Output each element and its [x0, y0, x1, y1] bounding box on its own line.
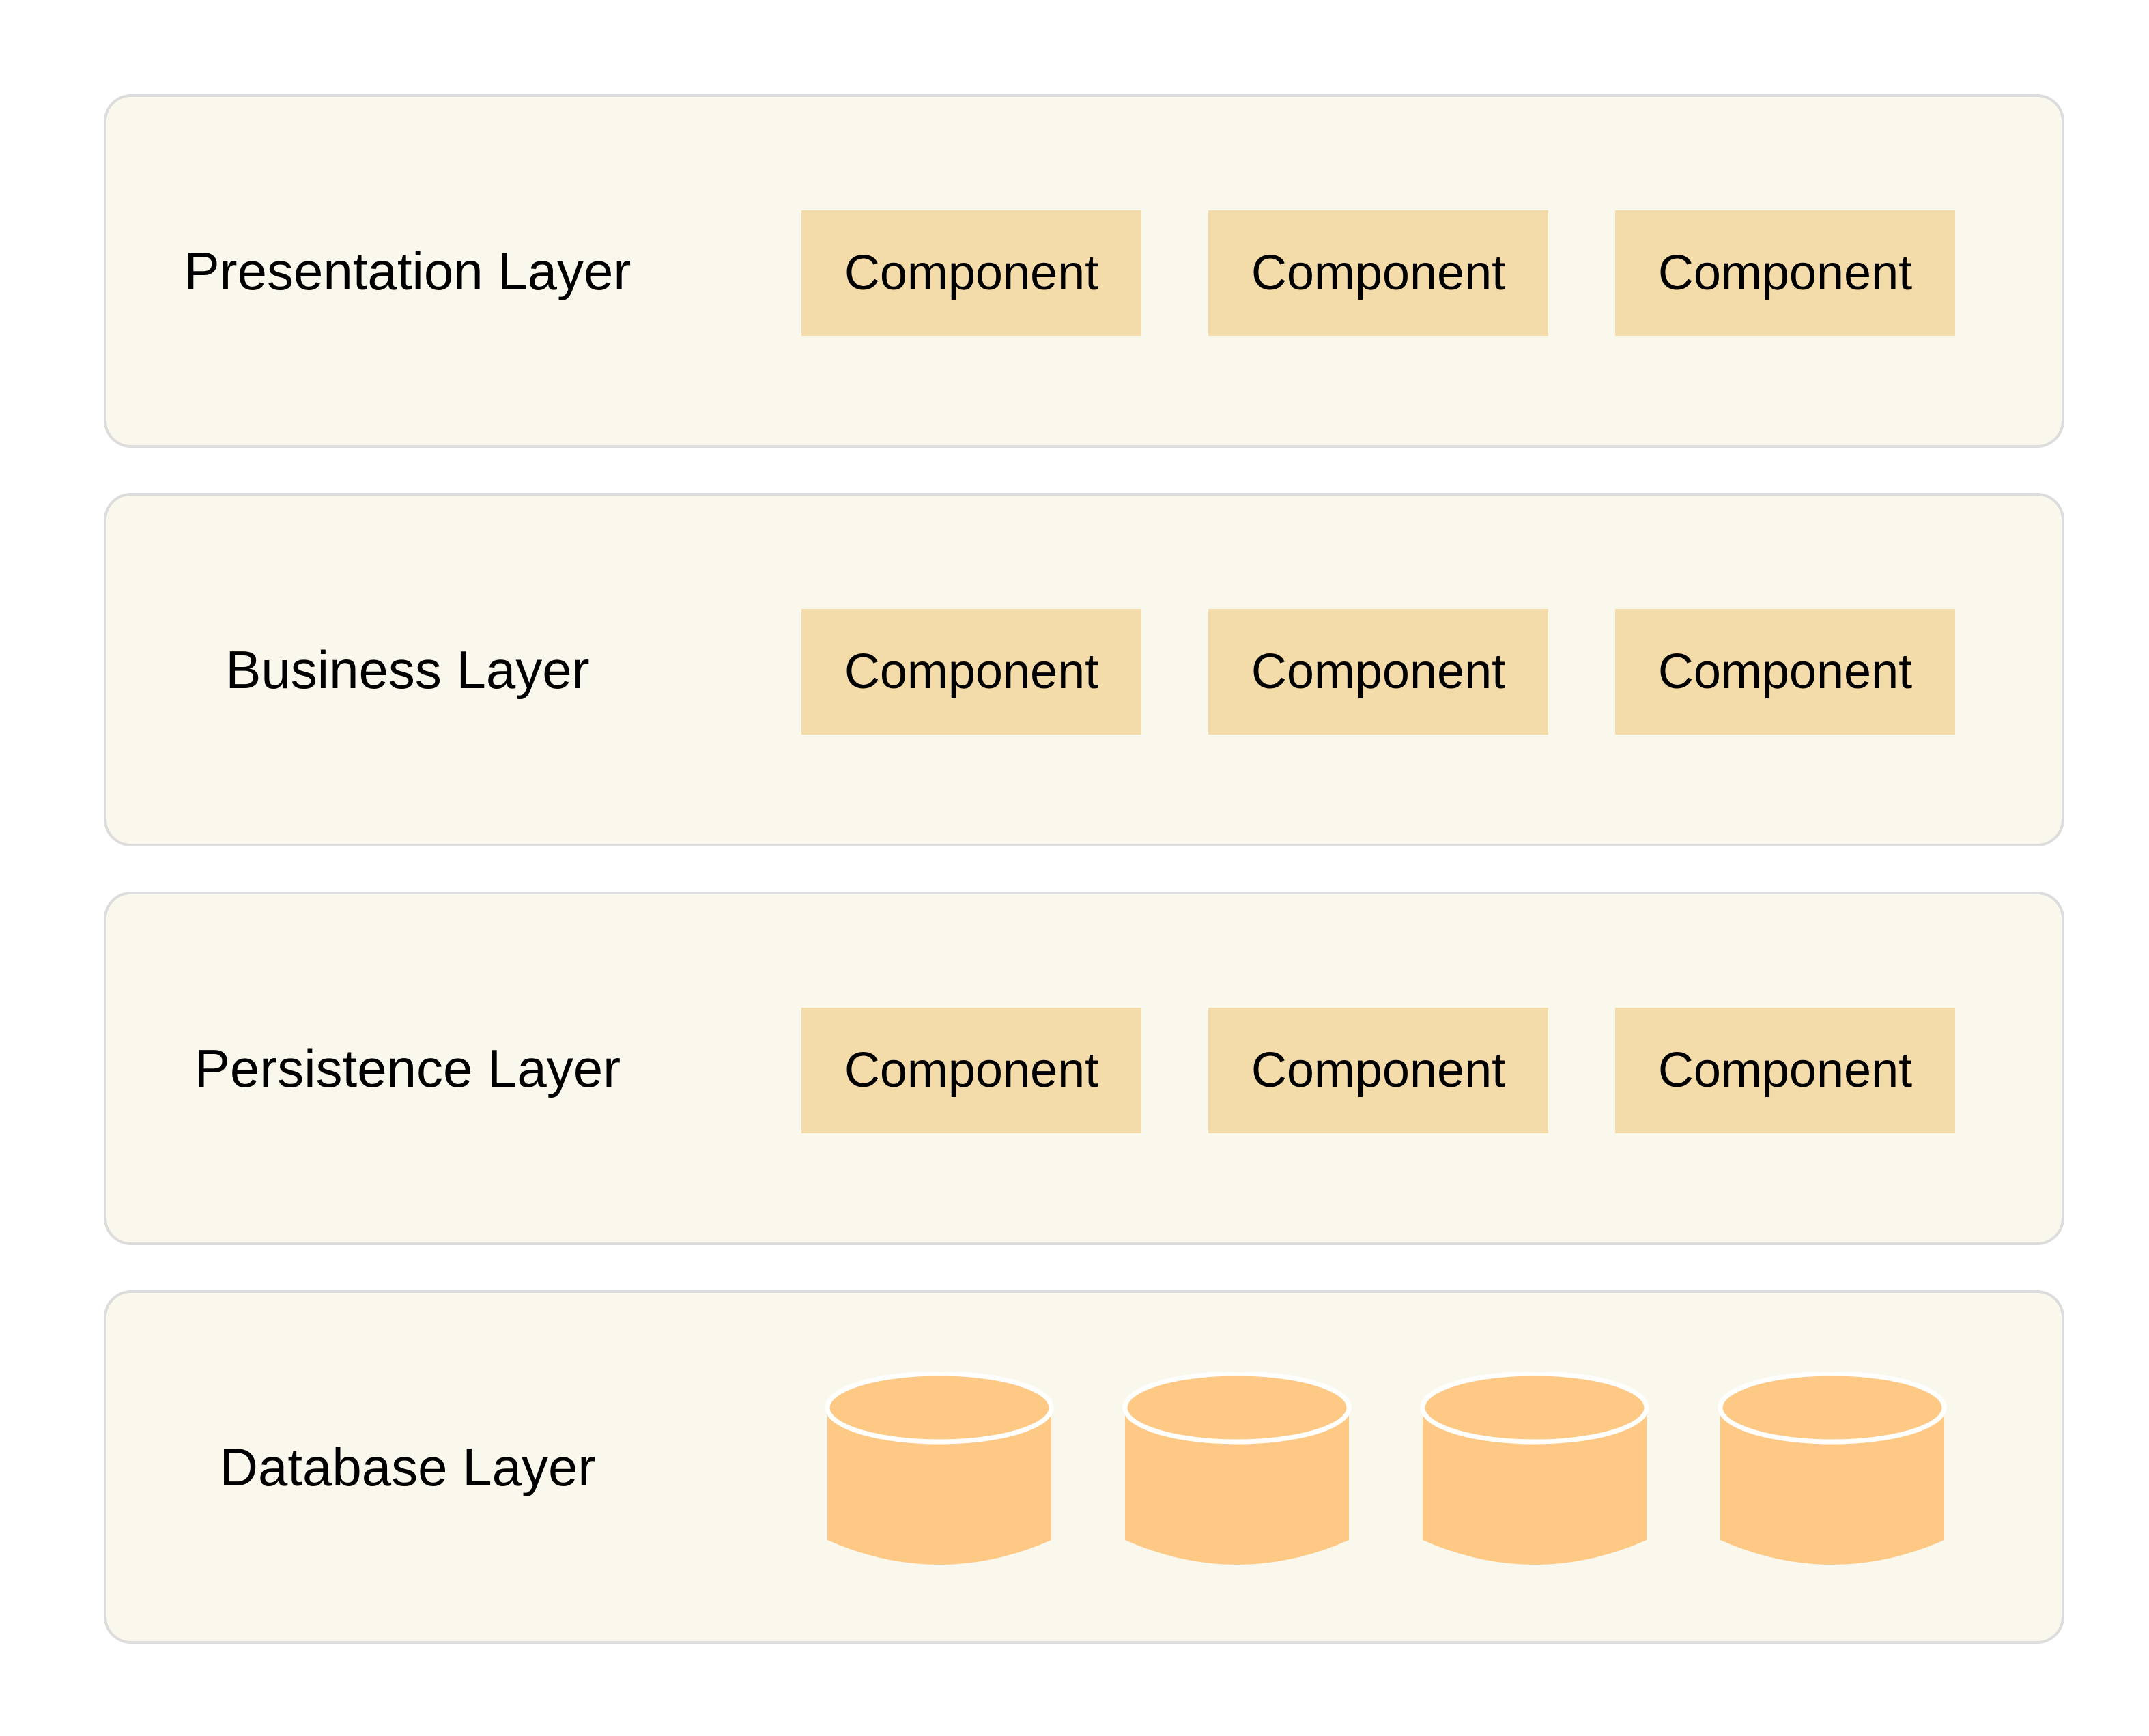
component-box: Component	[1615, 609, 1955, 735]
layer-label: Presentation Layer	[184, 240, 631, 301]
layer-label: Business Layer	[225, 639, 590, 700]
component-box: Component	[801, 1008, 1141, 1133]
persistence-layer: Persistence Layer Component Component Co…	[104, 892, 2064, 1245]
database-layer: Database Layer	[104, 1290, 2064, 1644]
database-icon	[1420, 1372, 1649, 1565]
database-icon	[1122, 1372, 1352, 1565]
component-box: Component	[1615, 210, 1955, 336]
layer-label: Database Layer	[219, 1436, 596, 1497]
component-box: Component	[801, 609, 1141, 735]
presentation-layer: Presentation Layer Component Component C…	[104, 94, 2064, 448]
component-box: Component	[1208, 609, 1548, 735]
component-box: Component	[1208, 210, 1548, 336]
component-box: Component	[801, 210, 1141, 336]
component-box: Component	[1615, 1008, 1955, 1133]
database-icon	[1718, 1372, 1947, 1565]
component-box: Component	[1208, 1008, 1548, 1133]
database-icon	[825, 1372, 1054, 1565]
layer-label: Persistence Layer	[194, 1038, 621, 1098]
business-layer: Business Layer Component Component Compo…	[104, 493, 2064, 846]
